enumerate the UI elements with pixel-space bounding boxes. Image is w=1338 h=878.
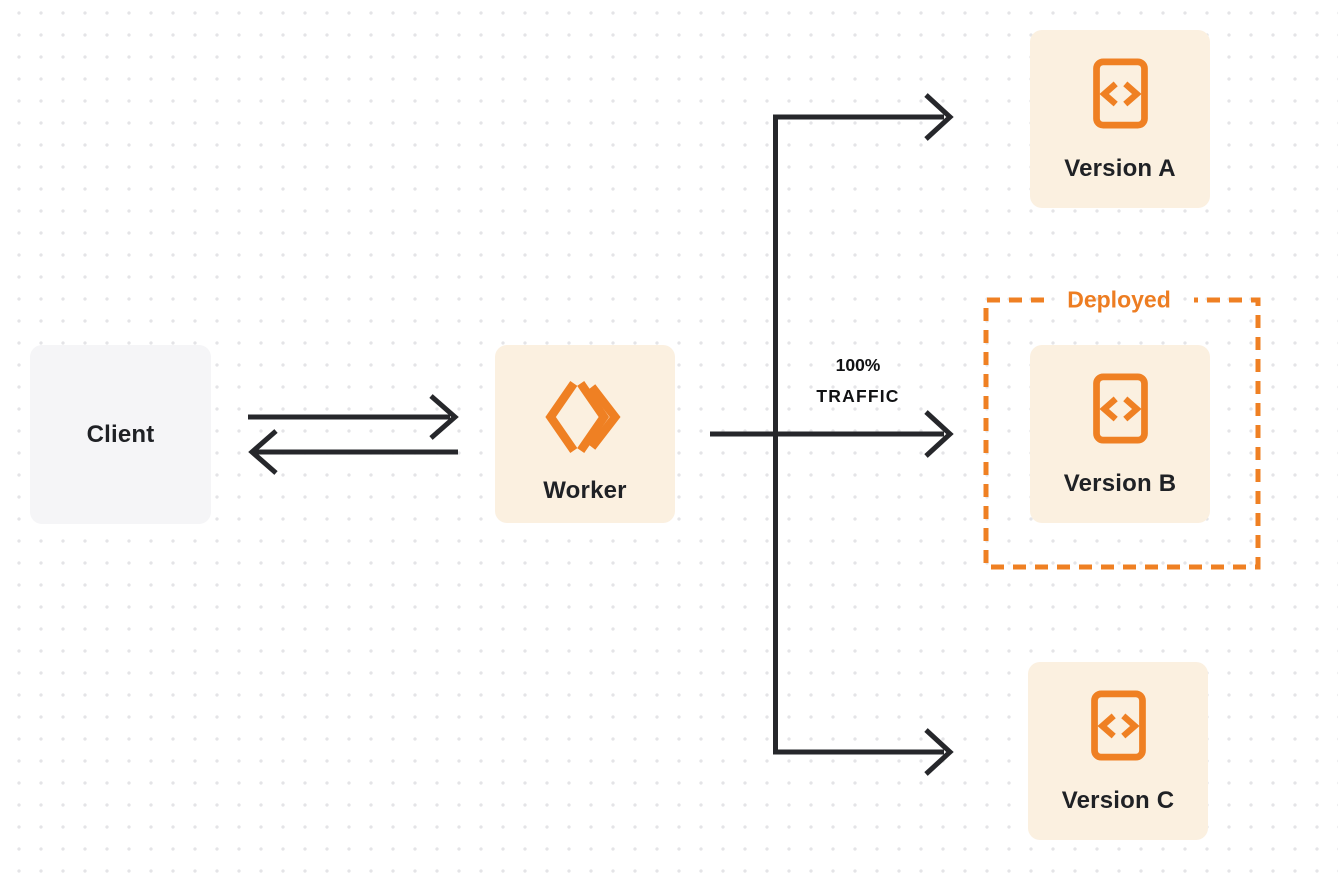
version-a-label: Version A [1064,155,1176,182]
arrow-worker-to-version-b [710,410,954,458]
arrow-worker-to-client [248,429,458,475]
node-version-c: Version C [1028,662,1208,840]
workers-chevron-logo-icon [542,377,628,457]
traffic-annotation: 100% TRAFFIC [816,350,899,412]
client-label: Client [86,420,155,448]
node-version-a: Version A [1030,30,1210,208]
arrow-client-to-worker [248,394,459,440]
version-c-label: Version C [1061,787,1175,814]
code-file-icon [1092,58,1149,129]
arrow-worker-to-version-c [773,434,954,776]
traffic-percent-text: 100% [835,355,881,375]
deployed-group-label: Deployed [1067,286,1171,313]
worker-label: Worker [543,477,627,504]
code-file-icon [1092,373,1149,444]
version-b-label: Version B [1063,470,1177,497]
node-worker: Worker [495,345,675,523]
traffic-word-text: TRAFFIC [816,386,900,406]
code-file-icon [1090,690,1147,761]
node-version-b: Version B [1030,345,1210,523]
node-client: Client [30,345,211,524]
